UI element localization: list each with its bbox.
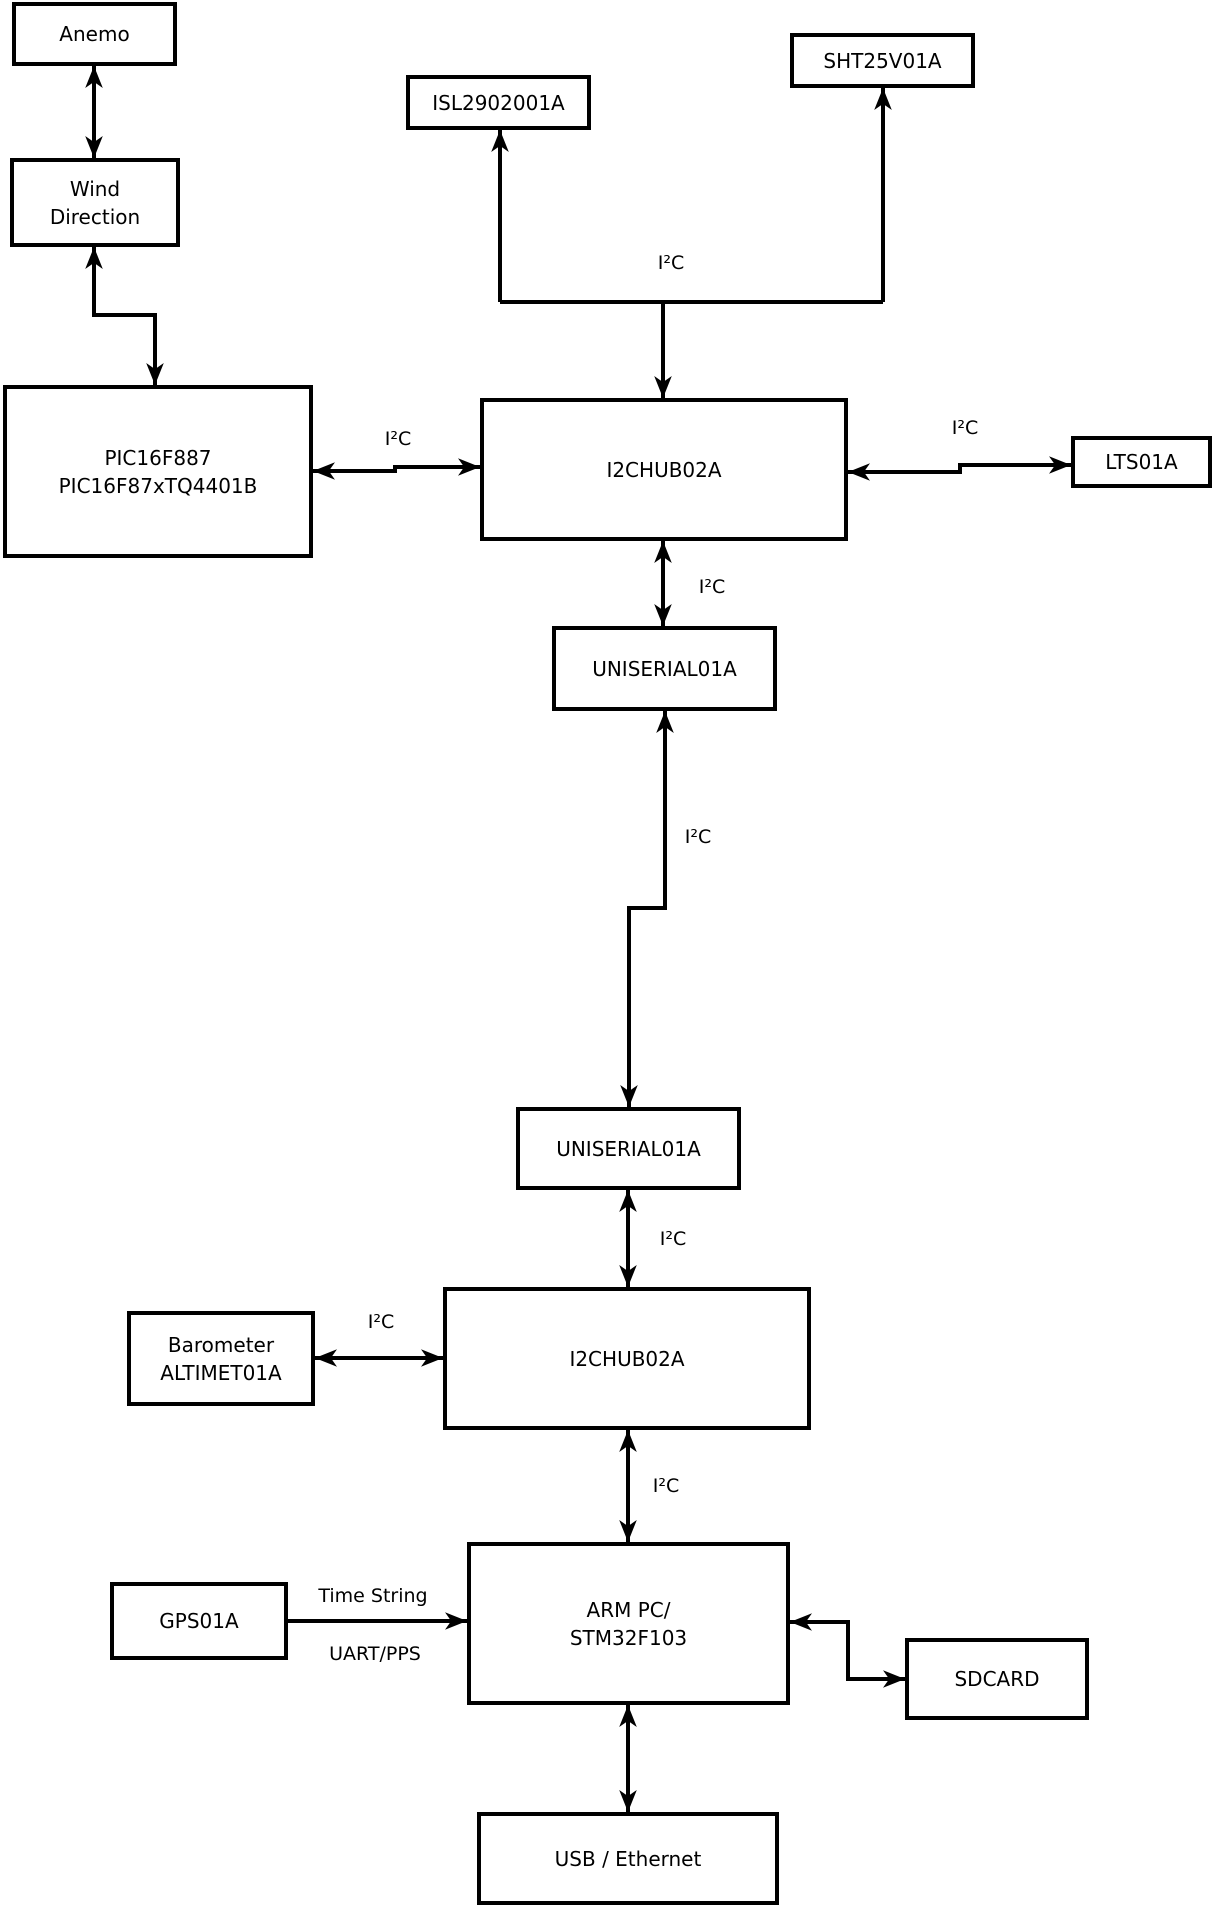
edge-uniserial1-uniserial2 [620, 711, 674, 1107]
node-uniserial01a-top: UNISERIAL01A [552, 626, 777, 711]
edge-label-hub2-arm-i2c: I²C [652, 1475, 680, 1497]
node-i2chub02a-bottom: I2CHUB02A [443, 1287, 811, 1430]
node-anemo-label: Anemo [59, 22, 130, 46]
node-arm-pc-label-line2: STM32F103 [569, 1625, 688, 1650]
edge-label-uniserial-hub2-i2c: I²C [659, 1228, 687, 1250]
node-arm-pc: ARM PC/ STM32F103 [467, 1542, 790, 1705]
node-sht25v01a-label: SHT25V01A [823, 48, 942, 73]
node-wind-direction-label-line1: Wind [69, 176, 121, 201]
edge-label-uniserial-uniserial-i2c: I²C [684, 826, 712, 848]
node-lts01a: LTS01A [1071, 436, 1212, 488]
edge-label-bus-top-i2c: I²C [657, 252, 685, 274]
node-uniserial01a-top-label: UNISERIAL01A [592, 656, 737, 681]
node-uniserial01a-bottom-label: UNISERIAL01A [556, 1136, 701, 1161]
edge-label-time-string: Time String [318, 1585, 428, 1607]
node-pic16f887: PIC16F887 PIC16F87xTQ4401B [3, 385, 313, 558]
node-arm-pc-label-line1: ARM PC/ [586, 1597, 671, 1622]
node-sdcard-label: SDCARD [954, 1667, 1040, 1691]
node-wind-direction-label-line2: Direction [49, 204, 141, 229]
node-barometer-label-line1: Barometer [167, 1332, 275, 1357]
node-barometer-altimet01a: Barometer ALTIMET01A [127, 1311, 315, 1406]
node-sht25v01a: SHT25V01A [790, 33, 975, 88]
edge-pic-hub [313, 458, 480, 480]
node-sdcard: SDCARD [905, 1638, 1089, 1720]
edge-label-barometer-hub2-i2c: I²C [367, 1311, 395, 1333]
node-usb-ethernet-label: USB / Ethernet [554, 1846, 702, 1871]
edge-label-pic-hub-i2c: I²C [384, 428, 412, 450]
node-uniserial01a-bottom: UNISERIAL01A [516, 1107, 741, 1190]
node-pic16f887-label-line2: PIC16F87xTQ4401B [58, 473, 258, 498]
node-i2chub02a-top-label: I2CHUB02A [606, 457, 722, 482]
node-barometer-label-line2: ALTIMET01A [160, 1360, 282, 1385]
node-gps01a-label: GPS01A [159, 1609, 239, 1633]
node-anemo: Anemo [12, 2, 177, 66]
node-isl2902001a: ISL2902001A [406, 75, 591, 130]
node-pic16f887-label-line1: PIC16F887 [104, 445, 212, 470]
edge-label-hub-lts-i2c: I²C [951, 417, 979, 439]
node-gps01a: GPS01A [110, 1582, 288, 1660]
edge-label-uart-pps: UART/PPS [329, 1643, 421, 1665]
edge-label-hub-uniserial-i2c: I²C [698, 576, 726, 598]
node-wind-direction: Wind Direction [10, 158, 180, 247]
edge-arm-sdcard [790, 1613, 905, 1688]
edge-wind-pic [85, 247, 164, 385]
edge-hub-lts [848, 456, 1071, 481]
node-usb-ethernet: USB / Ethernet [477, 1812, 779, 1905]
node-lts01a-label: LTS01A [1105, 450, 1178, 474]
node-i2chub02a-top: I2CHUB02A [480, 398, 848, 541]
node-i2chub02a-bottom-label: I2CHUB02A [569, 1346, 685, 1371]
node-isl2902001a-label: ISL2902001A [432, 90, 565, 115]
